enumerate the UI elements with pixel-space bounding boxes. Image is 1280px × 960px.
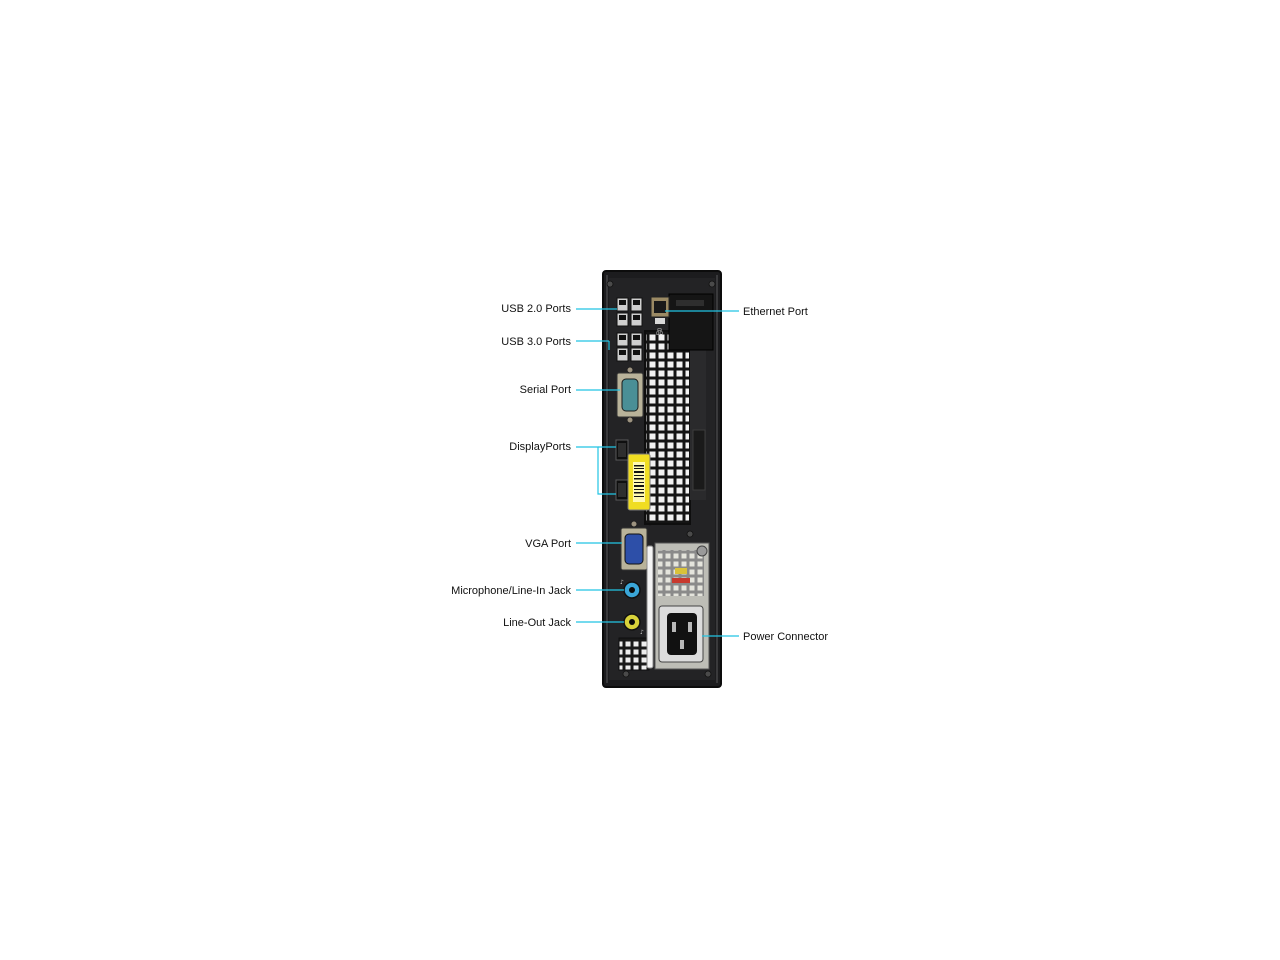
label-lineout: Line-Out Jack [503,617,571,629]
label-vga: VGA Port [525,538,571,550]
vga-port [620,520,648,571]
label-usb3: USB 3.0 Ports [501,336,571,348]
vent-grille [644,330,706,525]
label-serial: Serial Port [519,384,571,396]
svg-text:♪: ♪ [620,579,624,586]
serial-port [616,366,644,424]
chassis-screws [606,280,716,678]
bottom-vent [618,637,650,671]
callout-displayports [576,446,616,495]
callout-lines [576,308,739,637]
usb-3-ports [616,332,643,362]
separator-strip [646,545,654,669]
barcode-sticker [627,453,651,511]
svg-text:品: 品 [656,328,663,336]
svg-text:♪: ♪ [640,629,644,636]
ethernet-housing [668,293,714,351]
usb-2-ports [616,297,643,327]
displayports [615,439,629,501]
label-usb2: USB 2.0 Ports [501,303,571,315]
ethernet-port: 品 [650,296,670,336]
label-power: Power Connector [743,631,828,643]
power-connector [658,605,704,663]
label-ethernet: Ethernet Port [743,306,808,318]
label-displayports: DisplayPorts [509,441,571,453]
label-mic: Microphone/Line-In Jack [451,585,571,597]
